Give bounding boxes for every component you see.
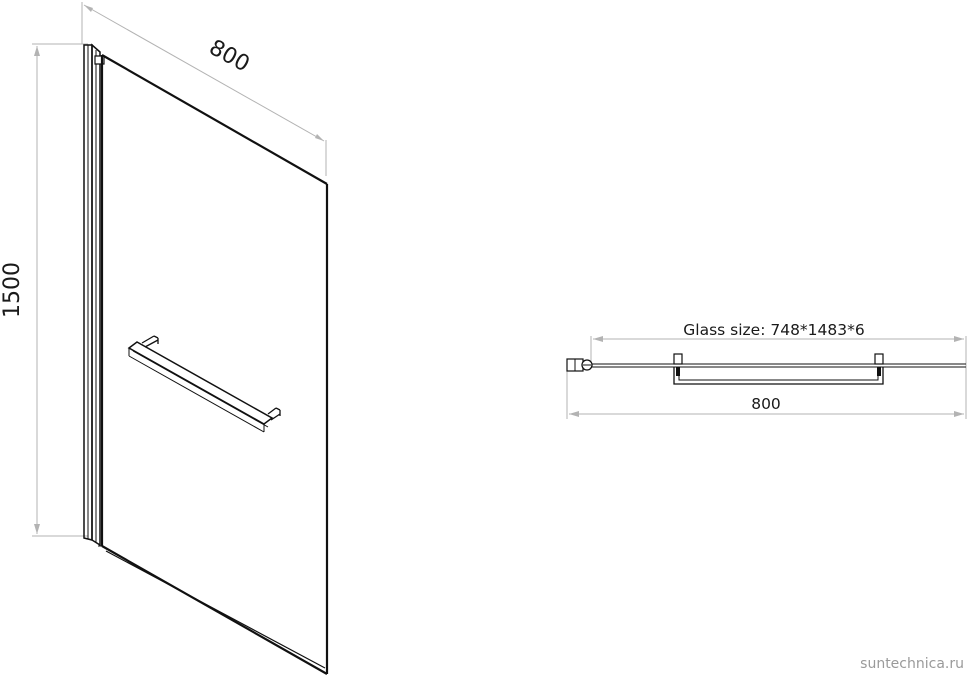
wall-profile (83, 43, 105, 547)
overall-width-dimension: 800 (566, 362, 967, 419)
height-dimension-label: 1500 (0, 262, 25, 318)
wall-hinge (566, 358, 593, 372)
height-dimension: 1500 (0, 43, 88, 537)
towel-bar-top (673, 353, 884, 385)
width-dimension-label: 800 (205, 35, 254, 77)
towel-bar-handle (127, 335, 281, 433)
width-dimension: 800 (81, 2, 327, 176)
isometric-view: 800 1500 (0, 2, 329, 675)
overall-width-label: 800 (751, 395, 781, 413)
glass-size-dimension: Glass size: 748*1483*6 (590, 321, 967, 362)
top-view: Glass size: 748*1483*6 800 (566, 321, 967, 419)
watermark: suntechnica.ru (860, 656, 964, 672)
glass-top-line (590, 363, 966, 368)
glass-panel (98, 54, 329, 675)
glass-size-label: Glass size: 748*1483*6 (683, 321, 865, 339)
